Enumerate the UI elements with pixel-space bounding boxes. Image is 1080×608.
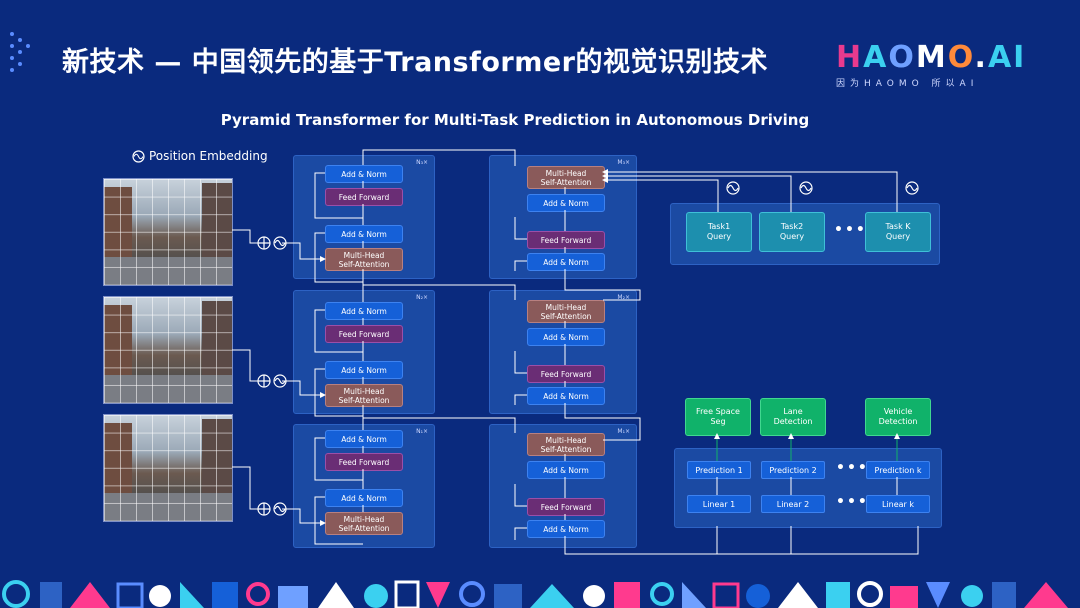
- position-embedding-legend: Position Embedding: [132, 149, 268, 163]
- enc3-add-norm-bottom: Add & Norm: [325, 225, 403, 243]
- dec1-feed-forward: Feed Forward: [527, 498, 605, 516]
- prediction-1: Prediction 1: [687, 461, 751, 479]
- haomo-logo: HAOMO.AI: [836, 40, 1027, 75]
- enc2-feed-forward: Feed Forward: [325, 325, 403, 343]
- prediction-ellipsis: •••: [836, 460, 869, 476]
- dec3-add-norm-top: Add & Norm: [527, 194, 605, 212]
- camera-image-3: [103, 178, 233, 286]
- decor-dots: [10, 32, 30, 72]
- enc1-add-norm-bottom: Add & Norm: [325, 489, 403, 507]
- encoder-label-2: N₂×: [416, 294, 428, 301]
- decoder-label-3: M₃×: [617, 159, 630, 166]
- enc1-feed-forward: Feed Forward: [325, 453, 403, 471]
- enc3-add-norm-top: Add & Norm: [325, 165, 403, 183]
- decoder-label-2: M₂×: [617, 294, 630, 301]
- enc1-add-norm-top: Add & Norm: [325, 430, 403, 448]
- encoder-label-3: N₃×: [416, 159, 428, 166]
- footer-pattern: [0, 576, 1080, 608]
- dec2-feed-forward: Feed Forward: [527, 365, 605, 383]
- prediction-k: Prediction k: [866, 461, 930, 479]
- enc2-add-norm-top: Add & Norm: [325, 302, 403, 320]
- linear-1: Linear 1: [687, 495, 751, 513]
- dec1-add-norm-bottom: Add & Norm: [527, 520, 605, 538]
- logo-tagline: 因为HAOMO 所以AI: [836, 79, 979, 89]
- linear-k: Linear k: [866, 495, 930, 513]
- linear-ellipsis: •••: [836, 494, 869, 510]
- dec3-add-norm-bottom: Add & Norm: [527, 253, 605, 271]
- task-ellipsis: •••: [834, 222, 867, 238]
- camera-image-2: [103, 296, 233, 404]
- prediction-2: Prediction 2: [761, 461, 825, 479]
- dec1-add-norm-top: Add & Norm: [527, 461, 605, 479]
- dec2-add-norm-bottom: Add & Norm: [527, 387, 605, 405]
- linear-2: Linear 2: [761, 495, 825, 513]
- page-title: 新技术 — 中国领先的基于Transformer的视觉识别技术: [62, 47, 768, 78]
- dec3-feed-forward: Feed Forward: [527, 231, 605, 249]
- camera-image-1: [103, 414, 233, 522]
- position-embedding-label: Position Embedding: [149, 149, 268, 163]
- enc2-add-norm-bottom: Add & Norm: [325, 361, 403, 379]
- decoder-label-1: M₁×: [617, 428, 630, 435]
- sine-wave-icon: [132, 149, 145, 163]
- encoder-label-1: N₁×: [416, 428, 428, 435]
- dec2-add-norm-top: Add & Norm: [527, 328, 605, 346]
- enc3-feed-forward: Feed Forward: [325, 188, 403, 206]
- diagram-title: Pyramid Transformer for Multi-Task Predi…: [220, 111, 810, 129]
